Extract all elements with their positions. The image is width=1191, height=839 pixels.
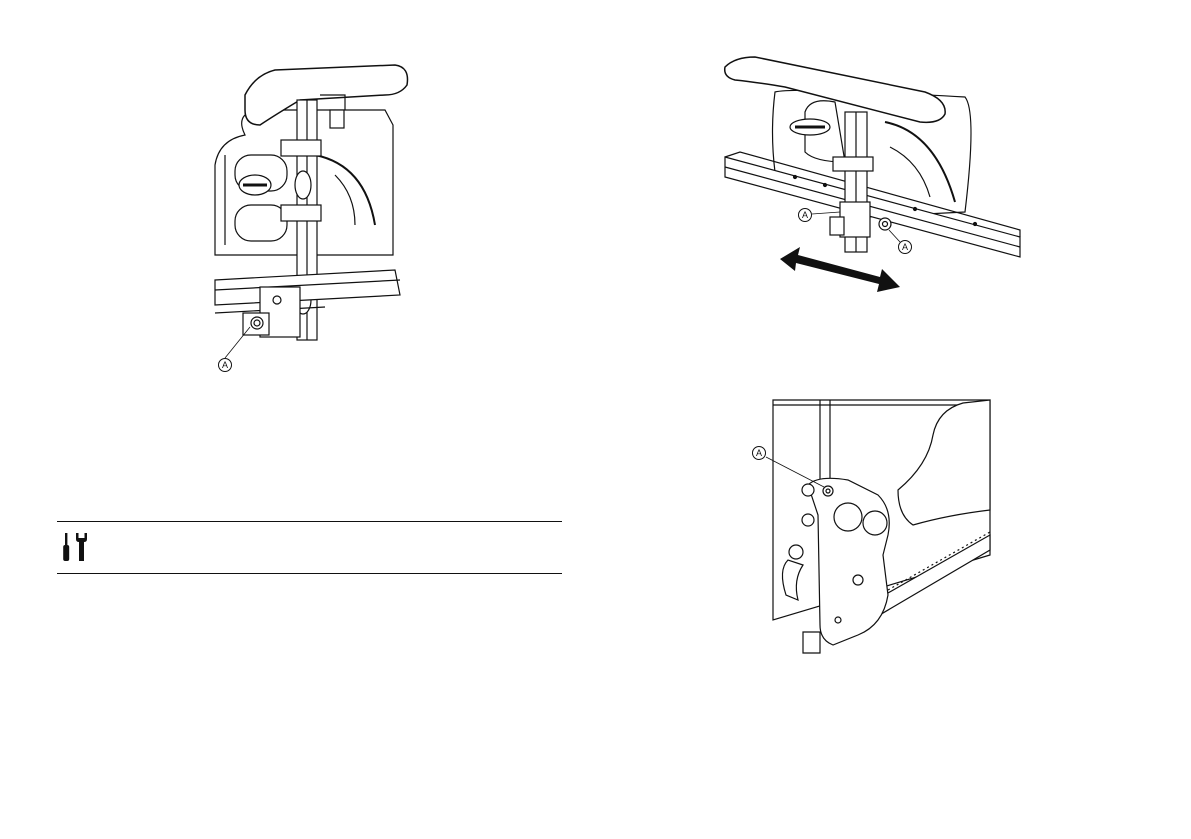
armrest-rail-illustration: A A <box>715 52 1025 297</box>
callout-a-left-label: A <box>802 210 808 220</box>
slide-direction-arrow-icon <box>780 247 900 292</box>
figure-armrest-rail-adjust: A A <box>715 52 1025 297</box>
figure-armrest-clamp: A <box>205 55 415 375</box>
figure-clamp-closeup: A <box>748 395 993 660</box>
callout-a-label: A <box>222 360 228 370</box>
callout-a-right-label: A <box>902 242 908 252</box>
tools-required-bar <box>57 521 562 574</box>
screwdriver-wrench-icon <box>59 531 91 563</box>
callout-a-label: A <box>756 448 762 458</box>
clamp-closeup-illustration: A <box>748 395 993 660</box>
armrest-clamp-illustration: A <box>205 55 415 375</box>
